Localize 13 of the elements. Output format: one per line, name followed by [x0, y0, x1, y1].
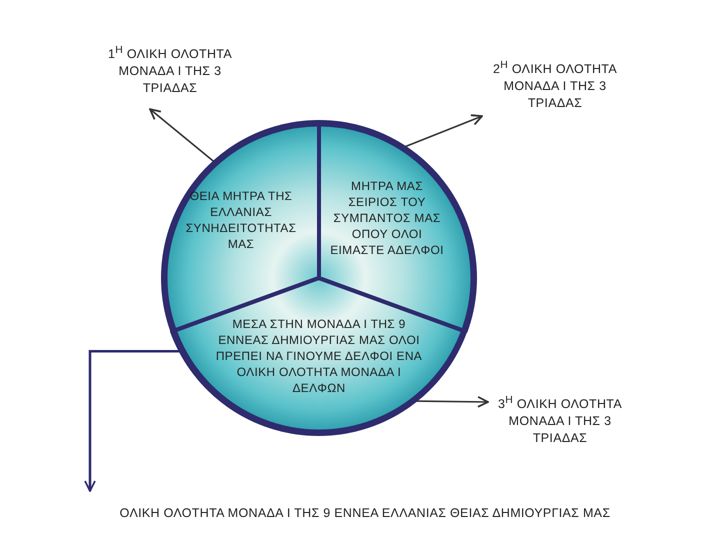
callout-text: 2$^{Η}$ ΟΛΙΚΗ ΟΛΟΤΗΤΑ ΜΟΝΑΔΑ Ι ΤΗΣ 3 ΤΡΙΑΔΑΣ [492, 59, 618, 112]
callout-text: 1$^{Η}$ ΟΛΙΚΗ ΟΛΟΤΗΤΑ ΜΟΝΑΔΑ Ι ΤΗΣ 3 ΤΡΙΑΔΑΣ [107, 44, 233, 98]
arrow [84, 350, 182, 492]
sector-text: ΘΕΙΑ ΜΗΤΡΑ ΤΗΣ ΕΛΛΑΝΙΑΣ ΣΥΝΗΔΕΙΤΟΤΗΤΑΣ ΜΑΣ [184, 188, 298, 252]
arrow [404, 114, 483, 148]
sector-text: ΜΗΤΡΑ ΜΑΣ ΣΕΙΡΙΟΣ ΤΟΥ ΣΥΜΠΑΝΤΟΣ ΜΑΣ ΟΠΟΥ ΟΛΟΙ ΕΙΜΑΣΤΕ ΑΔΕΛΦΟΙ [329, 178, 445, 258]
arrow [414, 396, 489, 408]
sector-text: ΜΕΣΑ ΣΤΗΝ ΜΟΝΑΔΑ Ι ΤΗΣ 9 ΕΝΝΕΑΣ ΔΗΜΙΟΥΡΓΙΑΣ ΜΑΣ ΟΛΟΙ ΠΡΕΠΕΙ ΝΑ ΓΙΝΟΥΜΕ ΔΕΛΦΟΙ ΕΝΑ ΟΛΙΚΗ ΟΛΟΤΗΤΑ ΜΟΝΑΔΑ Ι ΔΕΛΦΩΝ [214, 316, 424, 396]
pie-sector [172, 278, 466, 434]
circle-diagram [163, 122, 475, 434]
arrow [149, 108, 216, 163]
callout-text: ΟΛΙΚΗ ΟΛΟΤΗΤΑ ΜΟΝΑΔΑ Ι ΤΗΣ 9 ΕΝΝΕΑ ΕΛΛΑΝΙΑΣ ΘΕΙΑΣ ΔΗΜΙΟΥΡΓΙΑΣ ΜΑΣ [118, 505, 612, 522]
callout-text: 3$^{Η}$ ΟΛΙΚΗ ΟΛΟΤΗΤΑ ΜΟΝΑΔΑ Ι ΤΗΣ 3 ΤΡΙΑΔΑΣ [497, 394, 623, 448]
